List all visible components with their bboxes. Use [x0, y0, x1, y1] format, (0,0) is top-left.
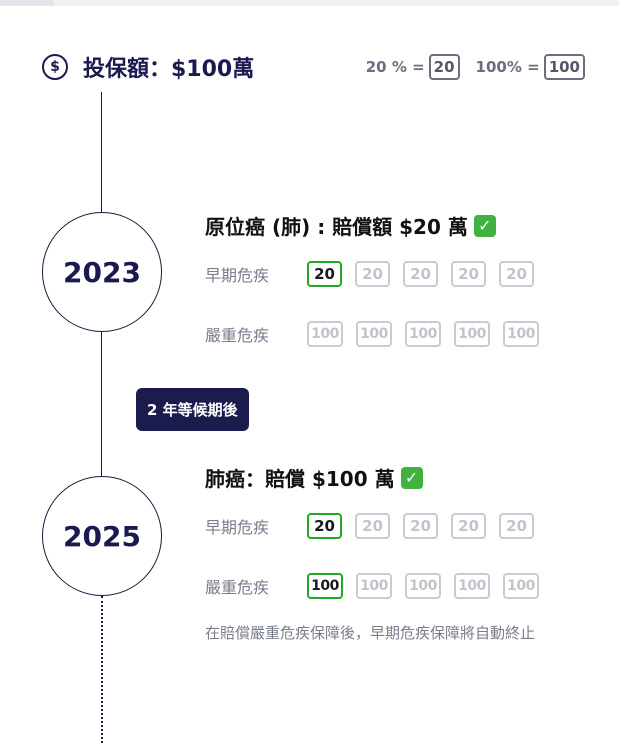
- row-label: 早期危疾: [205, 266, 270, 285]
- timeline-line: [101, 92, 102, 214]
- timeline-dotted-line: [101, 596, 103, 743]
- coverage-box: 20: [451, 261, 486, 287]
- coverage-box: 20: [307, 261, 342, 287]
- claim-title: 原位癌 (肺) : 賠償額 $20 萬 ✓: [205, 211, 496, 240]
- coverage-row-early: 早期危疾 20 20 20 20 20: [205, 511, 547, 541]
- coverage-row-early: 早期危疾 20 20 20 20 20: [205, 259, 547, 289]
- coverage-row-severe: 嚴重危疾 100 100 100 100 100: [205, 319, 552, 349]
- coverage-box: 100: [405, 321, 441, 347]
- claim-title-text: 原位癌 (肺) : 賠償額 $20 萬: [205, 215, 468, 239]
- coverage-box: 20: [307, 513, 342, 539]
- header: $ 投保額：$100萬 20 % = 20 100% = 100: [42, 50, 585, 84]
- coverage-box: 100: [503, 573, 539, 599]
- row-label: 早期危疾: [205, 518, 270, 537]
- legend: 20 % = 20 100% = 100: [366, 54, 585, 80]
- sum-insured-title: 投保額：$100萬: [83, 57, 255, 82]
- claim-title: 肺癌：賠償 $100 萬 ✓: [205, 463, 423, 492]
- coverage-box: 20: [355, 513, 390, 539]
- year-circle-2023: 2023: [42, 212, 162, 332]
- coverage-box: 20: [355, 261, 390, 287]
- year-circle-2025: 2025: [42, 476, 162, 596]
- coverage-box: 20: [499, 261, 534, 287]
- waiting-period-badge: 2 年等候期後: [136, 388, 249, 431]
- top-strip: [0, 0, 619, 6]
- dollar-circle-icon: $: [42, 54, 68, 80]
- timeline-line: [101, 331, 102, 478]
- check-icon: ✓: [400, 466, 423, 489]
- coverage-box: 20: [451, 513, 486, 539]
- legend-item-100: 100% = 100: [476, 54, 585, 80]
- coverage-box: 100: [503, 321, 539, 347]
- legend-label: 20 % =: [365, 58, 425, 76]
- claim-title-text: 肺癌：賠償 $100 萬: [205, 467, 395, 491]
- termination-note: 在賠償嚴重危疾保障後，早期危疾保障將自動終止: [205, 624, 536, 642]
- legend-item-20: 20 % = 20: [366, 54, 460, 80]
- box-group: 100 100 100 100 100: [307, 573, 552, 599]
- row-label: 嚴重危疾: [205, 578, 270, 597]
- coverage-box: 100: [356, 573, 392, 599]
- coverage-box: 100: [454, 321, 490, 347]
- box-group: 20 20 20 20 20: [307, 261, 547, 287]
- box-group: 20 20 20 20 20: [307, 513, 547, 539]
- legend-box: 100: [543, 54, 585, 80]
- coverage-box: 100: [405, 573, 441, 599]
- legend-box: 20: [428, 54, 460, 80]
- coverage-box: 20: [499, 513, 534, 539]
- coverage-box: 100: [454, 573, 490, 599]
- coverage-box: 20: [403, 513, 438, 539]
- coverage-box: 100: [307, 573, 343, 599]
- tab-edge: [0, 0, 54, 6]
- coverage-row-severe: 嚴重危疾 100 100 100 100 100: [205, 571, 552, 601]
- legend-label: 100% =: [475, 58, 540, 76]
- coverage-box: 20: [403, 261, 438, 287]
- box-group: 100 100 100 100 100: [307, 321, 552, 347]
- coverage-box: 100: [307, 321, 343, 347]
- check-icon: ✓: [473, 214, 496, 237]
- row-label: 嚴重危疾: [205, 326, 270, 345]
- coverage-box: 100: [356, 321, 392, 347]
